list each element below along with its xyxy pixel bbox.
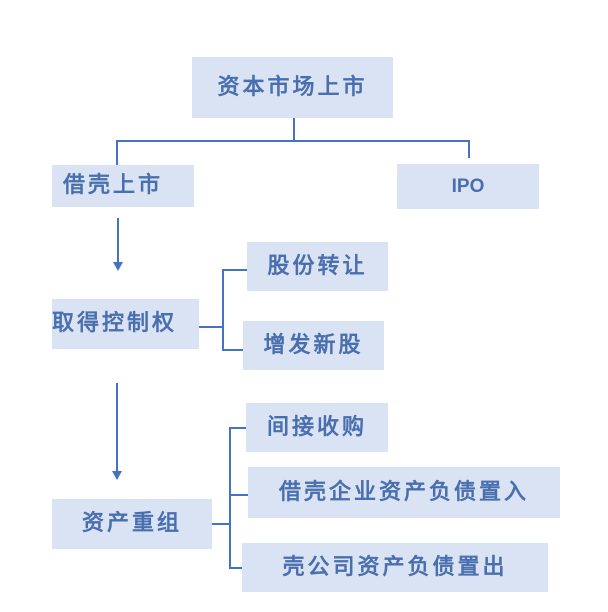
node-backdoor-listing: 借壳上市 xyxy=(52,165,194,207)
node-label: 资产重组 xyxy=(81,511,182,536)
node-share-transfer: 股份转让 xyxy=(247,242,388,291)
arrow-down-icon xyxy=(112,471,122,480)
node-label: 增发新股 xyxy=(263,332,364,358)
node-label: 借壳上市 xyxy=(63,173,164,198)
node-label: 资本市场上市 xyxy=(217,74,368,100)
node-label: 借壳企业资产负债置入 xyxy=(278,479,529,505)
node-ipo: IPO xyxy=(397,164,539,209)
node-new-share-issue: 增发新股 xyxy=(243,321,384,370)
node-label: 股份转让 xyxy=(267,253,368,279)
node-label: 间接收购 xyxy=(266,414,367,440)
arrow-down-icon xyxy=(113,262,123,271)
node-indirect-acquisition: 间接收购 xyxy=(246,403,388,452)
node-gain-control: 取得控制权 xyxy=(52,299,199,349)
node-label: 取得控制权 xyxy=(52,311,178,336)
node-asset-injection: 借壳企业资产负债置入 xyxy=(248,467,560,518)
node-asset-restructuring: 资产重组 xyxy=(52,499,212,549)
node-label: IPO xyxy=(451,176,485,197)
node-asset-divestment: 壳公司资产负债置出 xyxy=(242,543,548,592)
node-label: 壳公司资产负债置出 xyxy=(282,554,508,580)
node-capital-market-listing: 资本市场上市 xyxy=(192,57,393,118)
